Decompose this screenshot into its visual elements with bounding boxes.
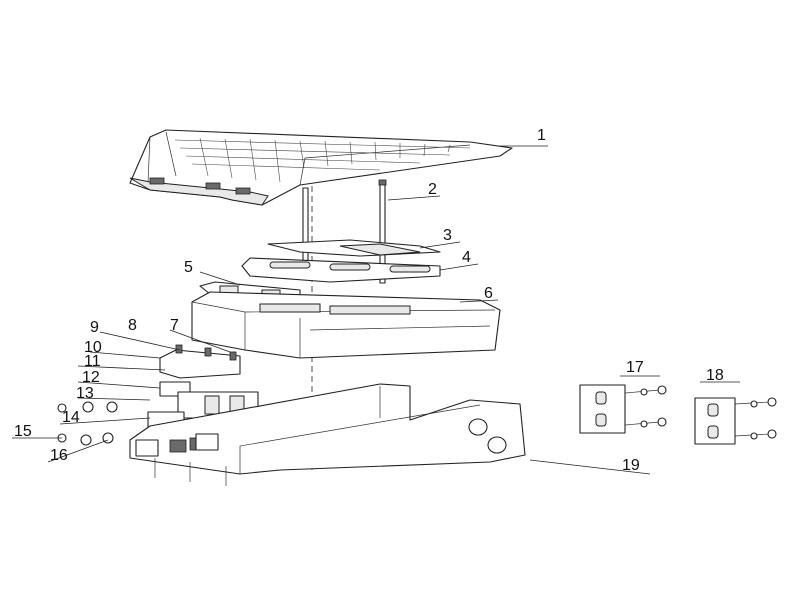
clamp-plate [267, 239, 441, 257]
battery-cover [129, 129, 513, 206]
callout-2: 2 [428, 181, 437, 198]
callout-19: 19 [622, 457, 640, 474]
battery-pack [191, 291, 501, 359]
callout-labels: 1 2 3 4 5 6 7 8 9 10 11 12 13 14 15 16 1… [14, 127, 724, 474]
callout-16: 16 [50, 447, 68, 464]
callout-10: 10 [84, 339, 102, 356]
callout-18: 18 [706, 367, 724, 384]
hold-down-bracket [241, 257, 441, 283]
callout-9: 9 [90, 319, 99, 336]
leader-lines [12, 145, 740, 475]
callout-14: 14 [62, 409, 80, 426]
callout-4: 4 [462, 249, 471, 266]
callout-1: 1 [537, 127, 546, 144]
callout-12: 12 [82, 369, 100, 386]
battery-tray-frame [129, 383, 526, 486]
mounting-bracket-a [579, 384, 667, 434]
callout-13: 13 [76, 385, 94, 402]
callout-8: 8 [128, 317, 137, 334]
callout-3: 3 [443, 227, 452, 244]
callout-15: 15 [14, 423, 32, 440]
callout-17: 17 [626, 359, 644, 376]
callout-6: 6 [484, 285, 493, 302]
mounting-bracket-b [694, 397, 777, 445]
callout-7: 7 [170, 317, 179, 334]
callout-11: 11 [84, 353, 101, 370]
callout-5: 5 [184, 259, 193, 276]
